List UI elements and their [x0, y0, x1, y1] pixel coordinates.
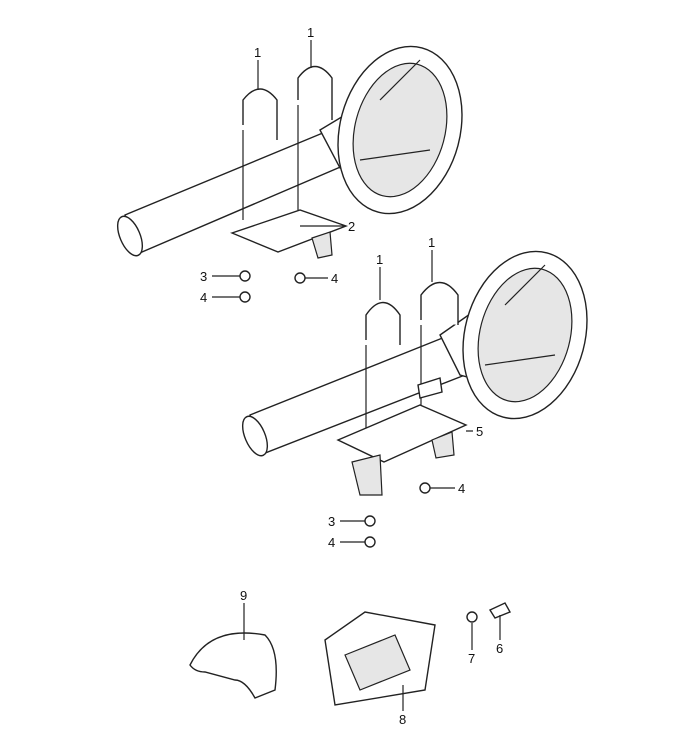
- callout-9: 9: [240, 588, 247, 603]
- upper-u-bolt-left: [242, 88, 278, 140]
- callout-1: 1: [376, 252, 383, 267]
- upper-nut-4a: [239, 291, 251, 303]
- lower-bracket-tab: [417, 377, 443, 399]
- lower-bell-inner: [477, 267, 573, 403]
- callout-6: 6: [496, 641, 503, 656]
- part-9-cover: [189, 632, 277, 699]
- upper-nut-4b: [294, 272, 306, 284]
- upper-washer-3: [239, 270, 251, 282]
- lower-axle-assembly: [241, 250, 588, 548]
- callout-1: 1: [428, 235, 435, 250]
- upper-bell-inner: [352, 62, 448, 198]
- lower-axle-end: [241, 415, 269, 457]
- callout-1: 1: [254, 45, 261, 60]
- leader-lines: [212, 40, 501, 711]
- callout-3: 3: [200, 269, 207, 284]
- upper-u-bolt-right: [297, 65, 333, 120]
- lower-nut-4d: [364, 536, 376, 548]
- part-7-nut: [466, 611, 478, 623]
- lower-u-bolt-right: [420, 281, 459, 325]
- callout-4: 4: [331, 271, 338, 286]
- callout-2: 2: [348, 219, 355, 234]
- callout-4: 4: [328, 535, 335, 550]
- callout-5: 5: [476, 424, 483, 439]
- lower-washer-3: [364, 515, 376, 527]
- callout-7: 7: [468, 651, 475, 666]
- lower-nut-4c: [419, 482, 431, 494]
- callout-1: 1: [307, 25, 314, 40]
- callout-3: 3: [328, 514, 335, 529]
- upper-saddle-plate: [230, 209, 349, 253]
- callout-4: 4: [458, 481, 465, 496]
- upper-axle-assembly: [116, 45, 463, 303]
- lower-u-bolt-left: [365, 301, 401, 345]
- upper-axle-end: [116, 215, 144, 257]
- callout-4: 4: [200, 290, 207, 305]
- lower-saddle-bracket: [336, 404, 468, 463]
- callout-8: 8: [399, 712, 406, 727]
- part-6-bolt: [488, 602, 511, 619]
